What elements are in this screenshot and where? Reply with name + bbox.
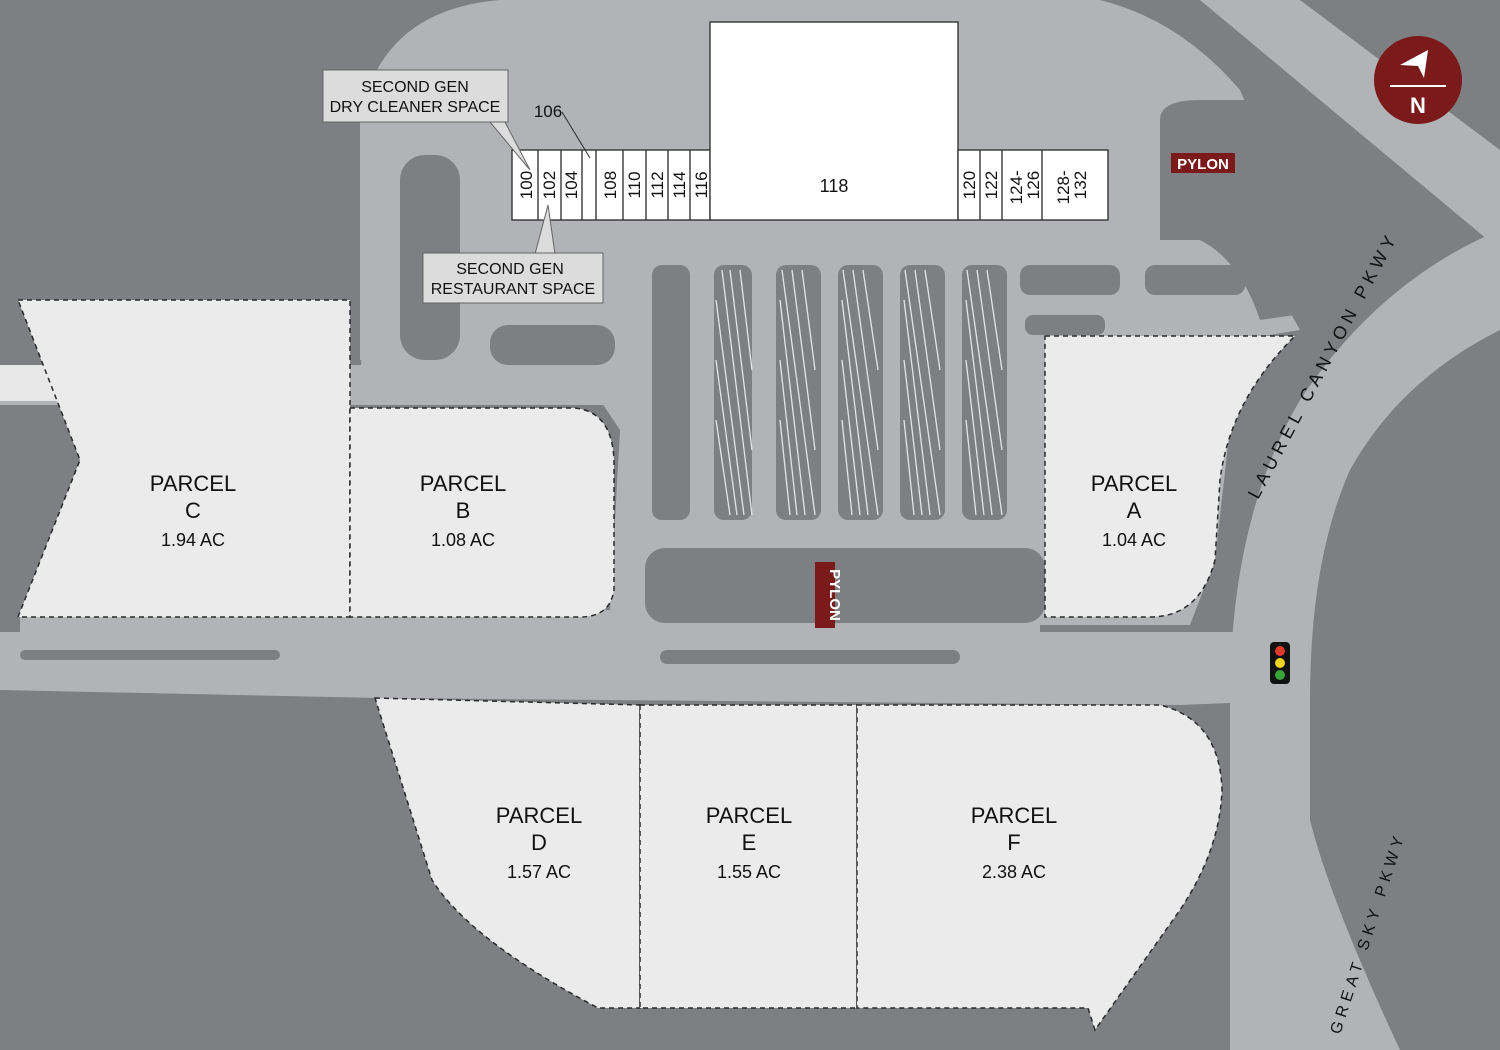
stripes-row-4 [841,269,879,516]
island-row-8 [1145,265,1245,295]
callout-restaurant-box [422,252,604,304]
suite-100: 100 [517,171,536,199]
main-road [0,632,1300,705]
island-southwest [490,325,615,365]
parcel-labels: PARCEL C 1.94 AC PARCEL B 1.08 AC PARCEL… [150,471,1177,882]
building [511,21,1109,221]
compass-icon: N [1374,36,1462,124]
compass-arrow-icon [1400,50,1428,78]
suite-106-leader [561,111,591,159]
building-anchor [709,21,959,221]
traffic-light-green [1275,670,1285,680]
island-row-2 [714,265,752,520]
suite-124-126-line2: 126 [1024,171,1043,199]
parcel-a-letter: A [1127,498,1142,523]
parcel-b-area: 1.08 AC [431,530,495,550]
pylon-sign-south-label: PYLON [826,569,843,621]
parcel-f-name: PARCEL [971,803,1057,828]
suite-110: 110 [625,171,644,198]
parcel-d-shape [373,697,641,1009]
parcel-c-name: PARCEL [150,471,236,496]
parcel-a-name: PARCEL [1091,471,1177,496]
island-row-1 [652,265,690,520]
island-road-west [20,650,280,660]
parcels [16,299,1297,1032]
suite-106: 106 [534,102,562,121]
parcel-a-area: 1.04 AC [1102,530,1166,550]
parcel-c-letter: C [185,498,201,523]
parcel-e-area: 1.55 AC [717,862,781,882]
laurel-canyon-road [1230,230,1500,1050]
suite-122: 122 [982,171,1001,199]
island-row-7 [1020,265,1120,295]
parcel-a-shape [1044,335,1297,618]
suite-112: 112 [648,171,667,198]
parcel-e-shape [639,704,858,1009]
building-inline [511,149,711,221]
callout-restaurant-line2: RESTAURANT SPACE [431,281,595,298]
pylon-sign-east: PYLON [1171,153,1235,173]
suite-118: 118 [820,176,849,196]
traffic-light-red [1275,646,1285,656]
parcel-e-letter: E [742,830,757,855]
parcel-d-area: 1.57 AC [507,862,571,882]
suite-108: 108 [601,171,620,199]
parcel-d-letter: D [531,830,547,855]
parcel-b-name: PARCEL [420,471,506,496]
traffic-light-icon [1270,642,1290,684]
parcel-f-shape [856,704,1223,1032]
top-loop [360,0,1300,360]
suite-128-132-line1: 128- [1054,170,1073,204]
suite-dividers [537,150,1043,220]
parking-stripes [715,269,1003,516]
compass-label: N [1410,93,1426,118]
suite-labels: 100 102 104 108 110 112 114 116 120 122 … [517,166,1090,205]
parcel-d-name: PARCEL [496,803,582,828]
callout-dry-cleaner: SECOND GEN DRY CLEANER SPACE [322,69,531,171]
island-main-road [660,650,960,664]
callout-dry-cleaner-line2: DRY CLEANER SPACE [330,99,501,116]
parcel-f-area: 2.38 AC [982,862,1046,882]
callout-restaurant-line1: SECOND GEN [456,261,564,278]
parcel-c-shape [16,299,351,618]
parcel-b-letter: B [456,498,471,523]
callout-restaurant: SECOND GEN RESTAURANT SPACE [422,204,604,304]
stripes-row-2 [715,269,753,516]
suite-120: 120 [960,171,979,199]
pylon-sign-south: PYLON [815,562,843,628]
compass-circle [1374,36,1462,124]
stripes-row-6 [965,269,1003,516]
stripes-row-5 [903,269,941,516]
building-east [957,149,1109,221]
pylon-sign-east-box [1171,153,1235,173]
callout-dry-cleaner-line1: SECOND GEN [361,79,469,96]
suite-124-126-line1: 124- [1007,170,1026,204]
parcel-c-area: 1.94 AC [161,530,225,550]
suite-102: 102 [540,171,559,199]
suite-114: 114 [670,171,689,198]
pylon-sign-east-label: PYLON [1177,156,1229,173]
stripes-row-3 [779,269,816,516]
suite-116: 116 [692,171,711,198]
traffic-light-yellow [1275,658,1285,668]
parcel-e-name: PARCEL [706,803,792,828]
parcel-f-letter: F [1007,830,1020,855]
island-row-9 [1025,315,1105,335]
callout-dry-cleaner-box [322,69,509,123]
parcel-b-shape [349,407,615,618]
suite-104: 104 [562,171,581,199]
suite-124-126: 124- 126 [1007,166,1043,205]
pylon-sign-south-box [815,562,835,628]
suite-128-132-line2: 132 [1071,171,1090,199]
suite-128-132: 128- 132 [1054,166,1090,205]
island-frontage [645,548,1045,623]
